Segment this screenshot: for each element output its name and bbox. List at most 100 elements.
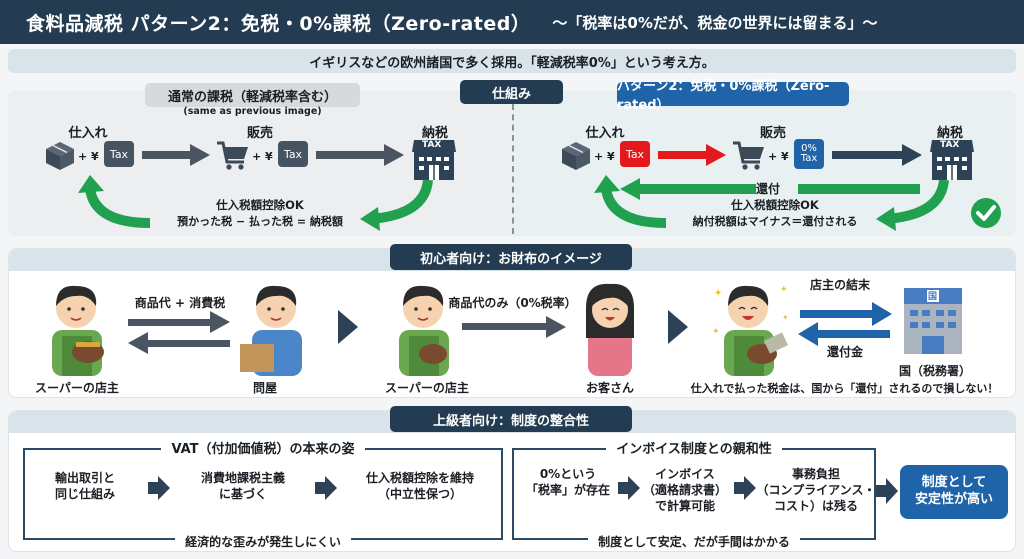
net-tax-formula: 預かった税 − 払った税 = 納税額 (177, 215, 343, 228)
refund-label: 還付 (755, 182, 780, 196)
step-line: コスト）は残る (773, 499, 858, 514)
invoice-title: インボイス制度との親和性 (606, 442, 782, 457)
arrow-right-icon (462, 316, 566, 338)
vat-step-3: 仕入税額控除を維持（中立性保つ） (345, 470, 495, 502)
step-line: 輸出取引と (54, 471, 115, 485)
purchase-label: 仕入れ (68, 126, 108, 141)
normal-tax-note: (same as previous image) (183, 106, 322, 117)
step-line: 事務負担 (791, 467, 840, 481)
arrow-right-icon (832, 144, 922, 166)
step-line: 同じ仕組み (54, 487, 115, 502)
conclusion-badge: 制度として安定性が高い (900, 465, 1008, 519)
zero-tax-word: Tax (800, 153, 818, 164)
next-chevron-icon (338, 310, 358, 344)
svg-text:✦: ✦ (712, 327, 720, 337)
deduction-cycle-arrow (594, 175, 949, 231)
normal-tax-heading: 通常の課税（軽減税率含む） (145, 83, 360, 107)
plus-yen: + ¥ (768, 150, 789, 163)
arrow-right-icon (148, 476, 170, 500)
step-line: 「税率」が存在 (525, 483, 610, 498)
invoice-step-2: インボイス （適格請求書）で計算可能 (640, 466, 730, 515)
shopping-cart-icon (217, 141, 248, 170)
wholesaler-illustration (240, 285, 302, 376)
conclusion-line: 安定性が高い (914, 492, 993, 507)
box-icon (46, 142, 74, 170)
vat-title-wrap: VAT（付加価値税）の本来の姿 (23, 438, 503, 457)
beginner-tag: 初心者向け：お財布のイメージ (390, 244, 632, 270)
shopping-cart-icon (733, 141, 764, 170)
customer-illustration (586, 283, 634, 376)
tax-office-icon (412, 140, 456, 180)
divider (512, 104, 514, 234)
deduction-cycle-arrow (78, 175, 433, 231)
purchase-label: 仕入れ (585, 126, 625, 141)
advanced-tag: 上級者向け：制度の整合性 (390, 406, 632, 432)
svg-text:✦: ✦ (780, 285, 788, 295)
arrow-right-icon (142, 144, 210, 166)
zero-percent: 0% (801, 143, 817, 154)
mechanism-tag: 仕組み (460, 80, 563, 104)
intro-banner: イギリスなどの欧州諸国で多く採用。「軽減税率0%」という考え方。 (8, 49, 1016, 73)
plus-yen: + ¥ (252, 150, 273, 163)
government-building-icon (904, 288, 962, 354)
shop-owner-label: スーパーの店主 (35, 381, 119, 395)
step-line: 消費地課税主義 (200, 471, 285, 485)
payment-label: 納税 (421, 126, 448, 141)
wholesaler-label: 問屋 (252, 381, 277, 395)
refund-exchange-arrows-icon (798, 302, 892, 346)
vat-step-1: 輸出取引と同じ仕組み (35, 470, 135, 502)
plus-yen: + ¥ (78, 150, 99, 163)
box-icon (562, 142, 590, 170)
government-sign: 国 (928, 292, 938, 302)
svg-text:✦: ✦ (714, 288, 722, 299)
invoice-footer: 制度として安定、だが手間はかかる (588, 535, 800, 549)
refund-money-label: 還付金 (826, 345, 863, 359)
step-line: に基づく (218, 487, 267, 502)
arrow-right-icon (876, 478, 898, 504)
title-bar: 食料品減税 パターン2：免税・0%課税（Zero-rated） ～「税率は0%だ… (0, 0, 1024, 44)
page-title: 食料品減税 パターン2：免税・0%課税（Zero-rated） (26, 12, 531, 35)
vat-title: VAT（付加価値税）の本来の姿 (161, 442, 365, 457)
shop-owner-illustration (52, 285, 104, 376)
next-chevron-icon (668, 310, 688, 344)
arrow-right-icon (618, 476, 640, 500)
arrow-right-icon (316, 144, 404, 166)
svg-text:✦: ✦ (782, 313, 789, 322)
arrow-right-icon (315, 476, 337, 500)
tax-office-sign: TAX (422, 140, 442, 150)
page-subtitle: ～「税率は0%だが、税金の世界には留まる」～ (552, 13, 878, 32)
shop-owner-label: スーパーの店主 (385, 381, 469, 395)
tax-box: Tax (278, 141, 308, 167)
sale-label: 販売 (246, 126, 273, 141)
invoice-step-1: 0%という「税率」が存在 (518, 466, 618, 498)
zero-tax-box: 0% Tax (794, 139, 824, 169)
step-line: で計算可能 (654, 499, 715, 514)
vat-step-2: 消費地課税主義に基づく (178, 470, 308, 502)
tax-office-icon (930, 140, 974, 180)
negative-tax-caption: 納付税額はマイナス＝還付される (692, 215, 858, 228)
refund-arrow-icon (620, 178, 920, 200)
sale-label: 販売 (759, 126, 786, 141)
conclusion-line: 制度として (921, 475, 987, 491)
check-icon (971, 198, 1001, 228)
tax-office-label: 国（税務署） (898, 364, 971, 378)
customer-label: お客さん (585, 381, 634, 395)
refund-caption: 仕入れで払った税金は、国から「還付」されるので損しない！ (690, 382, 999, 395)
deduction-ok-caption: 仕入税額控除OK (216, 198, 304, 212)
invoice-footer-wrap: 制度として安定、だが手間はかかる (512, 531, 876, 550)
invoice-step-3: 事務負担（コンプライアンス・コスト）は残る (756, 466, 876, 515)
tax-box-red: Tax (620, 141, 650, 167)
zero-rated-heading: パターン2：免税・0%課税（Zero-rated） (617, 79, 849, 113)
step-line: インボイス (655, 467, 715, 481)
price-only-label: 商品代のみ（0%税率） (448, 296, 577, 310)
step-line: （適格請求書） (642, 483, 727, 498)
step-line: （中立性保つ） (377, 487, 462, 502)
arrow-right-icon (734, 476, 756, 500)
payment-label: 納税 (936, 126, 963, 141)
plus-yen: + ¥ (594, 150, 615, 163)
exchange-arrows-icon (128, 311, 230, 354)
shop-owner-illustration (399, 285, 449, 376)
invoice-title-wrap: インボイス制度との親和性 (512, 438, 876, 457)
arrow-right-red-icon (658, 144, 726, 166)
tax-office-sign: TAX (940, 140, 960, 150)
